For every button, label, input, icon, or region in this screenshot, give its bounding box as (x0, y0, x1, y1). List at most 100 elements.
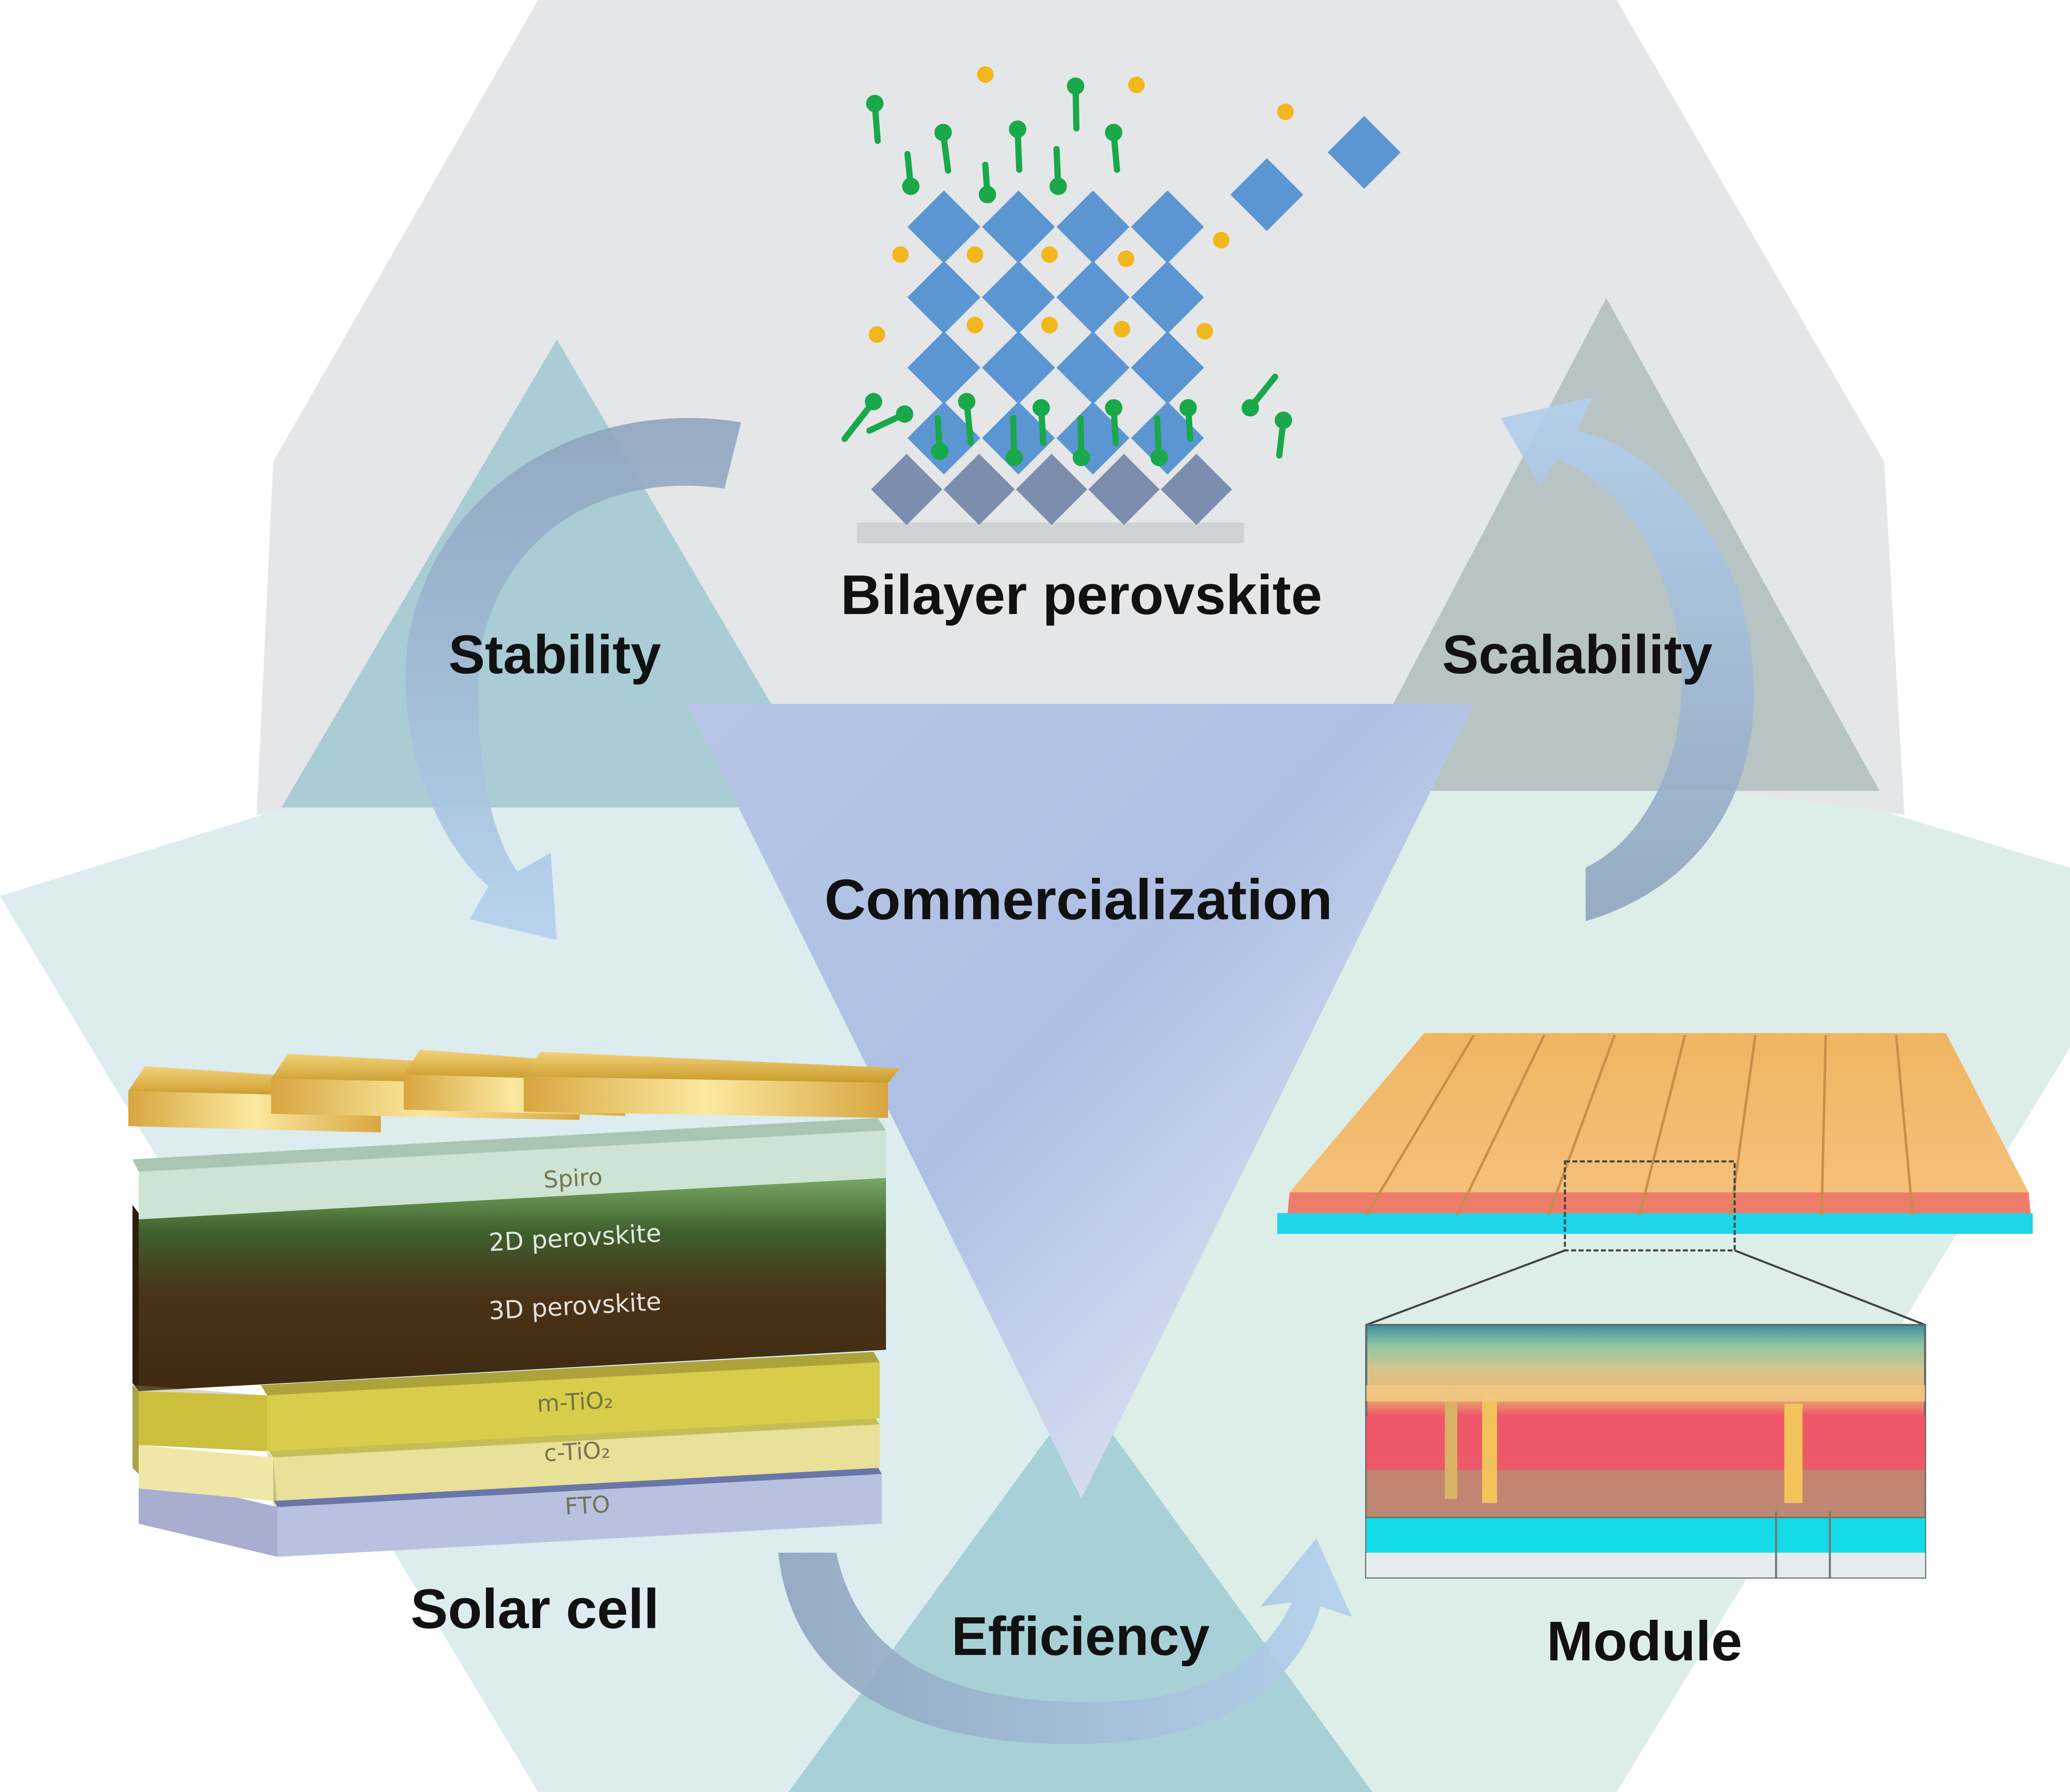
ligand-head (958, 393, 975, 410)
gold-finger-top (524, 1052, 900, 1083)
scribe-line (1365, 1034, 1475, 1216)
layer-fto (277, 1474, 882, 1557)
layer-label-m-tio2: m-TiO₂ (536, 1387, 614, 1418)
ion-dot (977, 66, 994, 83)
crystal-octahedron (907, 402, 980, 474)
edge-label-efficiency: Efficiency (951, 1606, 1210, 1667)
ion-dot (967, 317, 983, 333)
ion-dot (1128, 77, 1145, 93)
ligand-molecules (841, 77, 1292, 466)
scribe-line (1638, 1035, 1686, 1216)
ion-dot (1277, 104, 1294, 120)
ligand-head (1049, 178, 1067, 195)
ligand-head (1073, 449, 1090, 466)
crystal-octahedron (1131, 331, 1204, 404)
scribe-line (1895, 1035, 1914, 1216)
crystal-octahedron (982, 261, 1055, 334)
module-panel-top (1290, 1033, 2029, 1192)
ion-dot (1196, 323, 1213, 340)
ligand-head (1105, 399, 1122, 417)
arrow-scalability (1501, 397, 1754, 921)
ion-dot (869, 326, 885, 343)
layer-m-tio2 (267, 1362, 880, 1451)
crystal-detached (1230, 158, 1303, 231)
bottom-crystal-row (871, 454, 1232, 525)
ligand-head (979, 186, 996, 203)
crystal-slate (944, 454, 1015, 525)
ion-dot (1041, 317, 1058, 333)
crystal-slate (1016, 454, 1087, 525)
ligand-head (934, 124, 952, 141)
crystal-slate (1088, 454, 1160, 525)
ligand-head (1275, 412, 1292, 429)
ligand-head (1009, 120, 1026, 138)
gold-finger-front (524, 1077, 888, 1118)
ion-dots (869, 66, 1294, 343)
crystal-octahedron (1057, 190, 1129, 263)
crystal-octahedron (982, 331, 1055, 404)
module-scribe-p3 (1784, 1404, 1803, 1503)
top-crystal-lattice (907, 116, 1401, 474)
scribe-line (1820, 1035, 1827, 1216)
ion-dot (1114, 321, 1130, 337)
zoom-box (1564, 1160, 1736, 1252)
crystal-octahedron (1057, 261, 1129, 334)
layer-label-spiro: Spiro (543, 1163, 603, 1194)
ligand-head (1242, 399, 1259, 417)
crystal-octahedron (1131, 190, 1204, 263)
layer-spiro (139, 1130, 886, 1219)
module-scribe-lines (1365, 1034, 1914, 1216)
layer-label-fto: FTO (564, 1491, 611, 1520)
zoom-line-right (1734, 1249, 1926, 1326)
ligand-head (1033, 399, 1050, 417)
scribe-line (1729, 1035, 1757, 1216)
gold-electrodes (128, 1050, 900, 1132)
layer-label-c-tio2: c-TiO₂ (543, 1437, 611, 1467)
node-label-bilayer-perovskite: Bilayer perovskite (840, 564, 1322, 626)
module-illustration (1277, 1033, 2033, 1579)
crystal-octahedron (982, 402, 1055, 474)
layer-c-tio2 (273, 1424, 880, 1501)
ligand-head (902, 178, 919, 195)
crystal-octahedron (982, 190, 1055, 263)
node-label-solar-cell: Solar cell (411, 1578, 659, 1640)
layer-perovskite (139, 1172, 886, 1391)
crystal-detached (1328, 116, 1401, 189)
ion-dot (1041, 246, 1058, 263)
module-panel-cyan-edge (1277, 1213, 2033, 1234)
ligand-head (865, 393, 882, 410)
ion-dot (967, 246, 983, 263)
arrow-efficiency (778, 1538, 1352, 1744)
zoom-line-left (1366, 1249, 1565, 1326)
ligand-head (896, 405, 913, 423)
node-label-module: Module (1547, 1610, 1742, 1672)
edge-label-stability: Stability (448, 624, 661, 685)
commercialization-triangle (687, 704, 1474, 1499)
ligand-head (931, 443, 948, 460)
crystal-octahedron (907, 331, 980, 404)
crystal-slate (1161, 454, 1232, 525)
scribe-line (1547, 1034, 1616, 1216)
ligand-head (1179, 399, 1197, 417)
ion-dot (892, 246, 909, 263)
crystal-octahedron (1057, 331, 1129, 404)
edge-label-scalability: Scalability (1442, 624, 1713, 685)
solar-cell-illustration: Spiro 2D perovskite 3D perovskite m-TiO₂… (128, 1050, 900, 1557)
crystal-octahedron (1131, 402, 1204, 474)
module-panel-red-edge (1288, 1192, 2031, 1213)
crystal-octahedron (1131, 261, 1204, 334)
ion-dot (1118, 250, 1134, 267)
module-scribe-p2 (1445, 1387, 1457, 1499)
center-label-commercialization: Commercialization (825, 868, 1333, 932)
ligand-head (1067, 77, 1084, 95)
arrow-stability (405, 418, 741, 940)
crystal-octahedron (907, 190, 980, 263)
crystal-octahedron (907, 261, 980, 334)
bilayer-perovskite-illustration (841, 66, 1401, 543)
crystal-slate (871, 454, 942, 525)
ligand-head (1151, 449, 1168, 466)
scribe-line (1456, 1034, 1545, 1216)
substrate-bar (857, 523, 1244, 543)
module-scribe-p1 (1482, 1395, 1497, 1503)
